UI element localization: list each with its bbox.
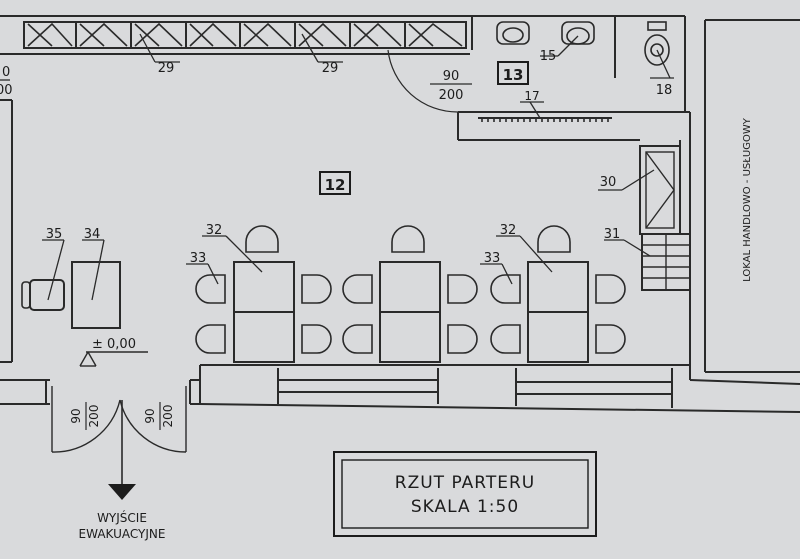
wc-door-width: 90 xyxy=(443,69,460,84)
washbasin-1 xyxy=(496,21,530,45)
exit-doors xyxy=(51,386,187,484)
furniture xyxy=(21,145,691,363)
tag-33b: 33 xyxy=(484,251,501,266)
wc-door-height: 200 xyxy=(439,88,464,103)
plan-scale: SKALA 1:50 xyxy=(411,497,519,517)
tag-29a: 29 xyxy=(158,61,175,76)
toilet-18 xyxy=(647,21,667,31)
exit-label-line1: WYJŚCIE xyxy=(97,510,147,525)
desk-34 xyxy=(71,261,121,329)
tag-35: 35 xyxy=(46,227,63,242)
left-edge-bottom: 00 xyxy=(0,83,13,98)
tag-32a: 32 xyxy=(206,223,223,238)
tag-18: 18 xyxy=(656,83,673,98)
exit-left-height: 200 xyxy=(87,405,101,428)
room-13-number: 13 xyxy=(503,66,524,84)
exit-label-line2: EWAKUACYJNE xyxy=(79,527,166,541)
wc-fixtures xyxy=(387,21,670,122)
tag-17: 17 xyxy=(524,89,539,103)
plan-title: RZUT PARTERU xyxy=(395,473,535,493)
chairs-33 xyxy=(195,225,626,354)
tag-30: 30 xyxy=(600,175,617,190)
room-12-box xyxy=(319,171,351,195)
tag-34: 34 xyxy=(84,227,101,242)
tag-32b: 32 xyxy=(500,223,517,238)
exit-right-size: 90 200 xyxy=(143,402,175,430)
side-unit-label: LOKAL HANDLOWO - USŁUGOWY xyxy=(742,117,753,282)
left-edge-top: 0 xyxy=(2,65,10,80)
tag-15: 15 xyxy=(540,49,557,64)
level-mark-symbol xyxy=(79,351,148,367)
title-box-inner xyxy=(341,459,589,529)
tag-29b: 29 xyxy=(322,61,339,76)
tag-33a: 33 xyxy=(190,251,207,266)
exit-arrow-icon xyxy=(108,484,136,500)
shelf-units-29 xyxy=(23,21,467,49)
title-box-outer xyxy=(333,451,597,537)
exit-right-height: 200 xyxy=(161,405,175,428)
washbasin-15 xyxy=(561,21,595,45)
exit-right-width: 90 xyxy=(143,408,157,423)
leader-lines xyxy=(42,33,674,301)
exit-left-width: 90 xyxy=(69,408,83,423)
chair-35 xyxy=(29,279,65,311)
door-size-lines xyxy=(0,79,472,85)
room-12-number: 12 xyxy=(325,176,346,194)
level-mark-text: ± 0,00 xyxy=(92,337,136,352)
tag-31: 31 xyxy=(604,227,621,242)
room-13-box xyxy=(497,61,529,85)
exit-left-size: 90 200 xyxy=(69,402,101,430)
